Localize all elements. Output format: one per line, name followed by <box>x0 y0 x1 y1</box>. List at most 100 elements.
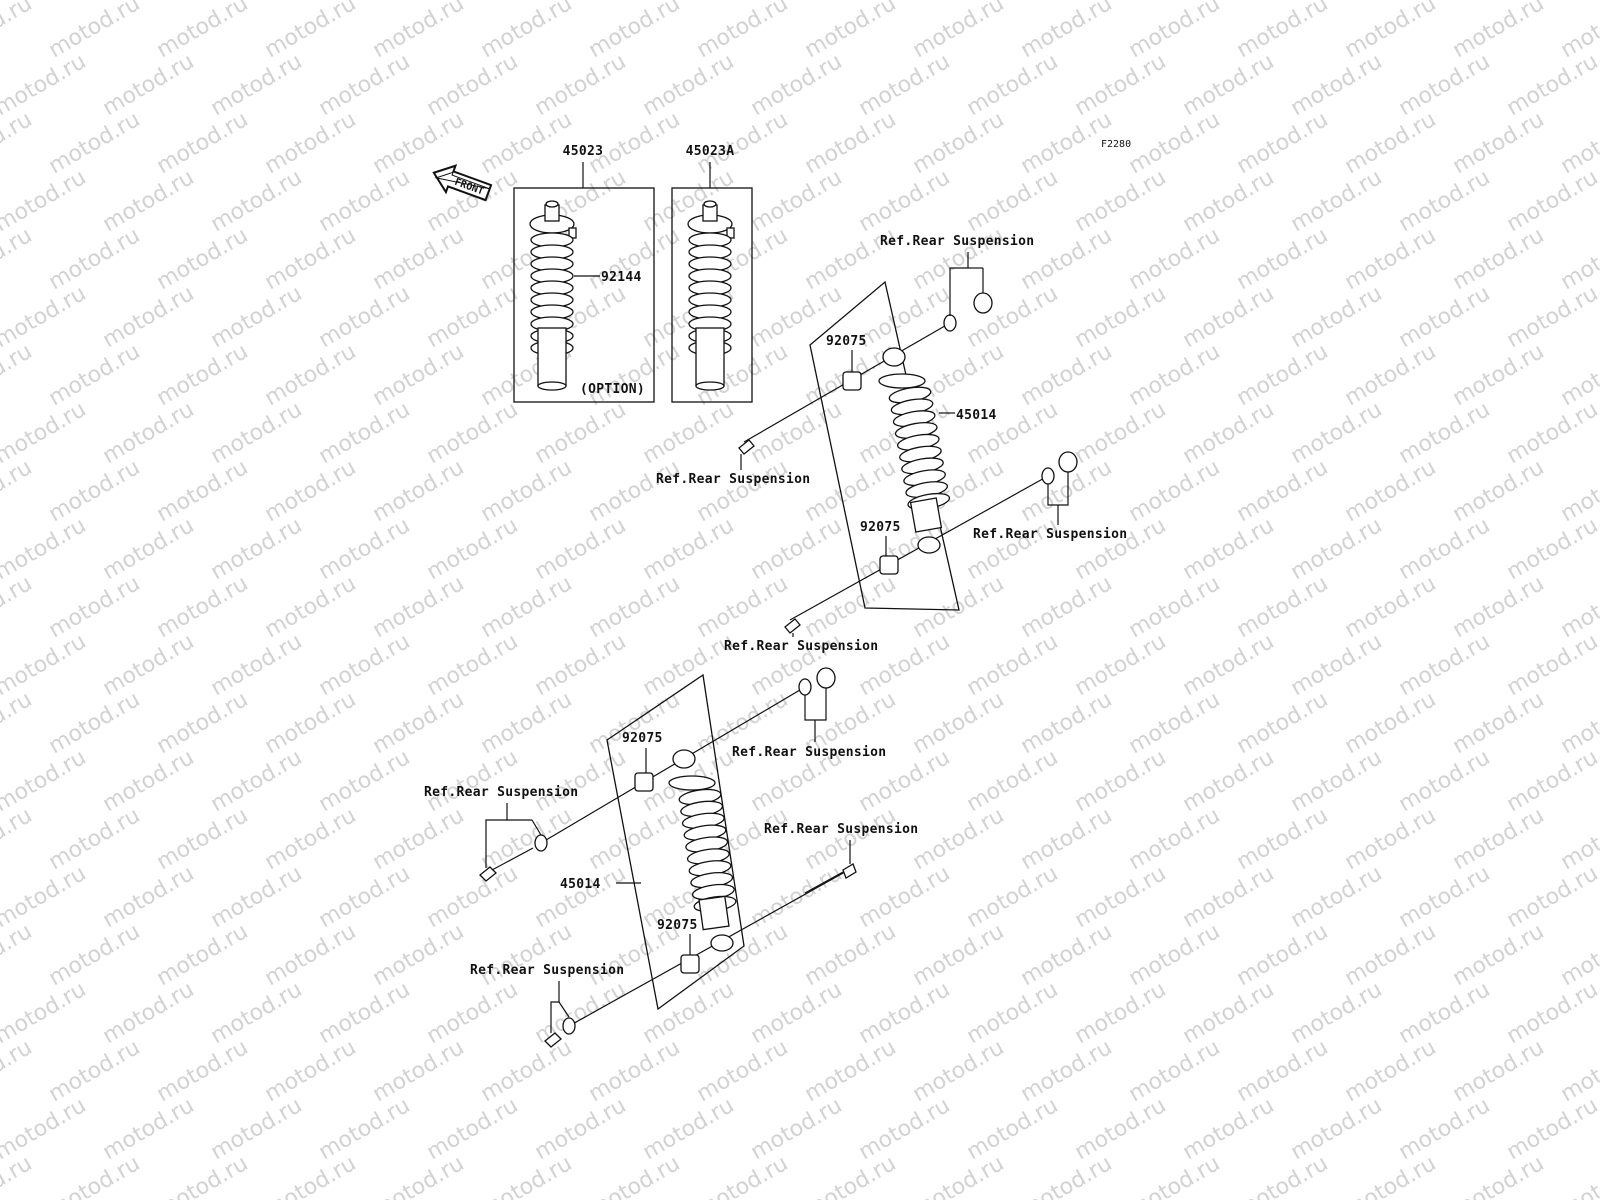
watermark-text: motod.ru <box>261 455 361 527</box>
watermark-text: motod.ru <box>45 107 145 179</box>
watermark-text: motod.ru <box>99 1093 199 1165</box>
watermark-text: motod.ru <box>207 281 307 353</box>
watermark-text: motod.ru <box>531 861 631 933</box>
ref-rear-suspension-label: Ref.Rear Suspension <box>973 527 1127 542</box>
watermark-text: motod.ru <box>1503 513 1600 585</box>
watermark-text: motod.ru <box>477 107 577 179</box>
watermark-text: motod.ru <box>1125 0 1225 63</box>
watermark-text: motod.ru <box>153 919 253 991</box>
shock-kit-45023: 45023 92144 (OPTION) <box>513 144 655 403</box>
watermark-text: motod.ru <box>693 455 793 527</box>
watermark-text: motod.ru <box>261 339 361 411</box>
watermark-text: motod.ru <box>693 571 793 643</box>
watermark-text: motod.ru <box>747 49 847 121</box>
watermark-text: motod.ru <box>315 1093 415 1165</box>
watermark-text: motod.ru <box>207 861 307 933</box>
watermark-text: motod.ru <box>963 281 1063 353</box>
watermark-text: motod.ru <box>1233 0 1333 63</box>
watermark-text: motod.ru <box>1557 687 1600 759</box>
watermark-text: motod.ru <box>1341 919 1441 991</box>
watermark-text: motod.ru <box>1233 455 1333 527</box>
watermark-text: motod.ru <box>99 629 199 701</box>
watermark-text: motod.ru <box>1017 0 1117 63</box>
watermark-text: motod.ru <box>315 745 415 817</box>
watermark-text: motod.ru <box>1449 107 1549 179</box>
watermark-text: motod.ru <box>1233 919 1333 991</box>
shock-part-number: 45014 <box>560 877 601 892</box>
watermark-text: motod.ru <box>207 49 307 121</box>
watermark-text: motod.ru <box>153 1151 253 1200</box>
watermark-text: motod.ru <box>1071 49 1171 121</box>
watermark-text: motod.ru <box>369 571 469 643</box>
watermark-text: motod.ru <box>45 1035 145 1107</box>
watermark-text: motod.ru <box>1125 107 1225 179</box>
watermark-text: motod.ru <box>99 165 199 237</box>
watermark-text: motod.ru <box>1125 687 1225 759</box>
watermark-text: motod.ru <box>1125 223 1225 295</box>
kit-frame <box>513 187 655 403</box>
watermark-text: motod.ru <box>909 0 1009 63</box>
watermark-text: motod.ru <box>963 165 1063 237</box>
watermark-text: motod.ru <box>963 49 1063 121</box>
watermark-text: motod.ru <box>1071 629 1171 701</box>
watermark-text: motod.ru <box>747 513 847 585</box>
watermark-text: motod.ru <box>261 223 361 295</box>
watermark-text: motod.ru <box>963 977 1063 1049</box>
watermark-text: motod.ru <box>207 397 307 469</box>
watermark-text: motod.ru <box>1287 629 1387 701</box>
watermark-text: motod.ru <box>0 687 36 759</box>
watermark-text: motod.ru <box>1395 281 1495 353</box>
watermark-text: motod.ru <box>747 397 847 469</box>
watermark-text: motod.ru <box>639 49 739 121</box>
watermark-text: motod.ru <box>0 861 90 933</box>
watermark-text: motod.ru <box>1395 977 1495 1049</box>
watermark-text: motod.ru <box>153 1035 253 1107</box>
watermark-text: motod.ru <box>1287 1093 1387 1165</box>
watermark-text: motod.ru <box>1503 629 1600 701</box>
watermark-text: motod.ru <box>1395 629 1495 701</box>
watermark-text: motod.ru <box>1071 397 1171 469</box>
watermark-text: motod.ru <box>261 1035 361 1107</box>
watermark-text: motod.ru <box>1125 455 1225 527</box>
watermark-text: motod.ru <box>1287 165 1387 237</box>
watermark-text: motod.ru <box>1395 1093 1495 1165</box>
watermark-text: motod.ru <box>1233 1035 1333 1107</box>
watermark-text: motod.ru <box>909 107 1009 179</box>
watermark-text: motod.ru <box>1071 745 1171 817</box>
watermark-text: motod.ru <box>1233 687 1333 759</box>
watermark-text: motod.ru <box>1557 223 1600 295</box>
watermark-text: motod.ru <box>1017 571 1117 643</box>
watermark-text: motod.ru <box>153 455 253 527</box>
watermark-text: motod.ru <box>801 455 901 527</box>
watermark-text: motod.ru <box>747 1093 847 1165</box>
watermark-text: motod.ru <box>801 0 901 63</box>
watermark-text: motod.ru <box>801 571 901 643</box>
watermark-text: motod.ru <box>1179 629 1279 701</box>
watermark-text: motod.ru <box>639 1093 739 1165</box>
watermark-text: motod.ru <box>585 1035 685 1107</box>
watermark-text: motod.ru <box>1341 1035 1441 1107</box>
watermark-text: motod.ru <box>909 919 1009 991</box>
watermark-text: motod.ru <box>0 1035 36 1107</box>
watermark-text: motod.ru <box>261 803 361 875</box>
watermark-text: motod.ru <box>855 1093 955 1165</box>
watermark-text: motod.ru <box>531 513 631 585</box>
watermark-text: motod.ru <box>585 1151 685 1200</box>
watermark-text: motod.ru <box>855 49 955 121</box>
watermark-text: motod.ru <box>1287 861 1387 933</box>
watermark-text: motod.ru <box>315 861 415 933</box>
watermark-text: motod.ru <box>1287 513 1387 585</box>
collar-part-number: 92075 <box>826 334 867 349</box>
watermark-text: motod.ru <box>1341 687 1441 759</box>
watermark-text: motod.ru <box>801 107 901 179</box>
watermark-text: motod.ru <box>0 281 90 353</box>
watermark-text: motod.ru <box>531 977 631 1049</box>
watermark-text: motod.ru <box>1179 397 1279 469</box>
watermark-text: motod.ru <box>0 513 90 585</box>
watermark-text: motod.ru <box>315 49 415 121</box>
watermark-text: motod.ru <box>1017 687 1117 759</box>
watermark-text: motod.ru <box>963 745 1063 817</box>
kit-part-number: 45023A <box>686 144 735 159</box>
watermark-text: motod.ru <box>261 0 361 63</box>
watermark-text: motod.ru <box>585 455 685 527</box>
